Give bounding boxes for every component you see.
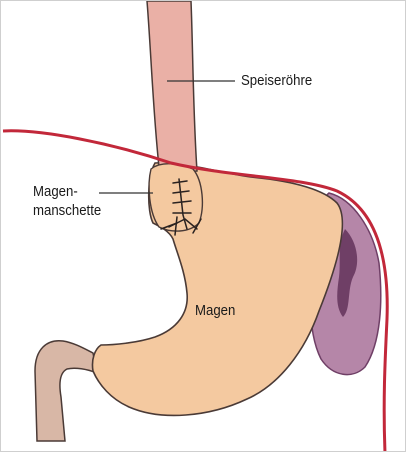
label-speiseroehre: Speiseröhre (241, 72, 312, 90)
duodenum (35, 341, 97, 441)
label-magen: Magen (195, 302, 235, 320)
label-cuff-line1: Magen- (33, 183, 78, 201)
label-cuff-line2: manschette (33, 202, 101, 220)
stomach-body (92, 163, 342, 416)
gastric-cuff (149, 164, 202, 231)
esophagus-tube (147, 1, 197, 172)
